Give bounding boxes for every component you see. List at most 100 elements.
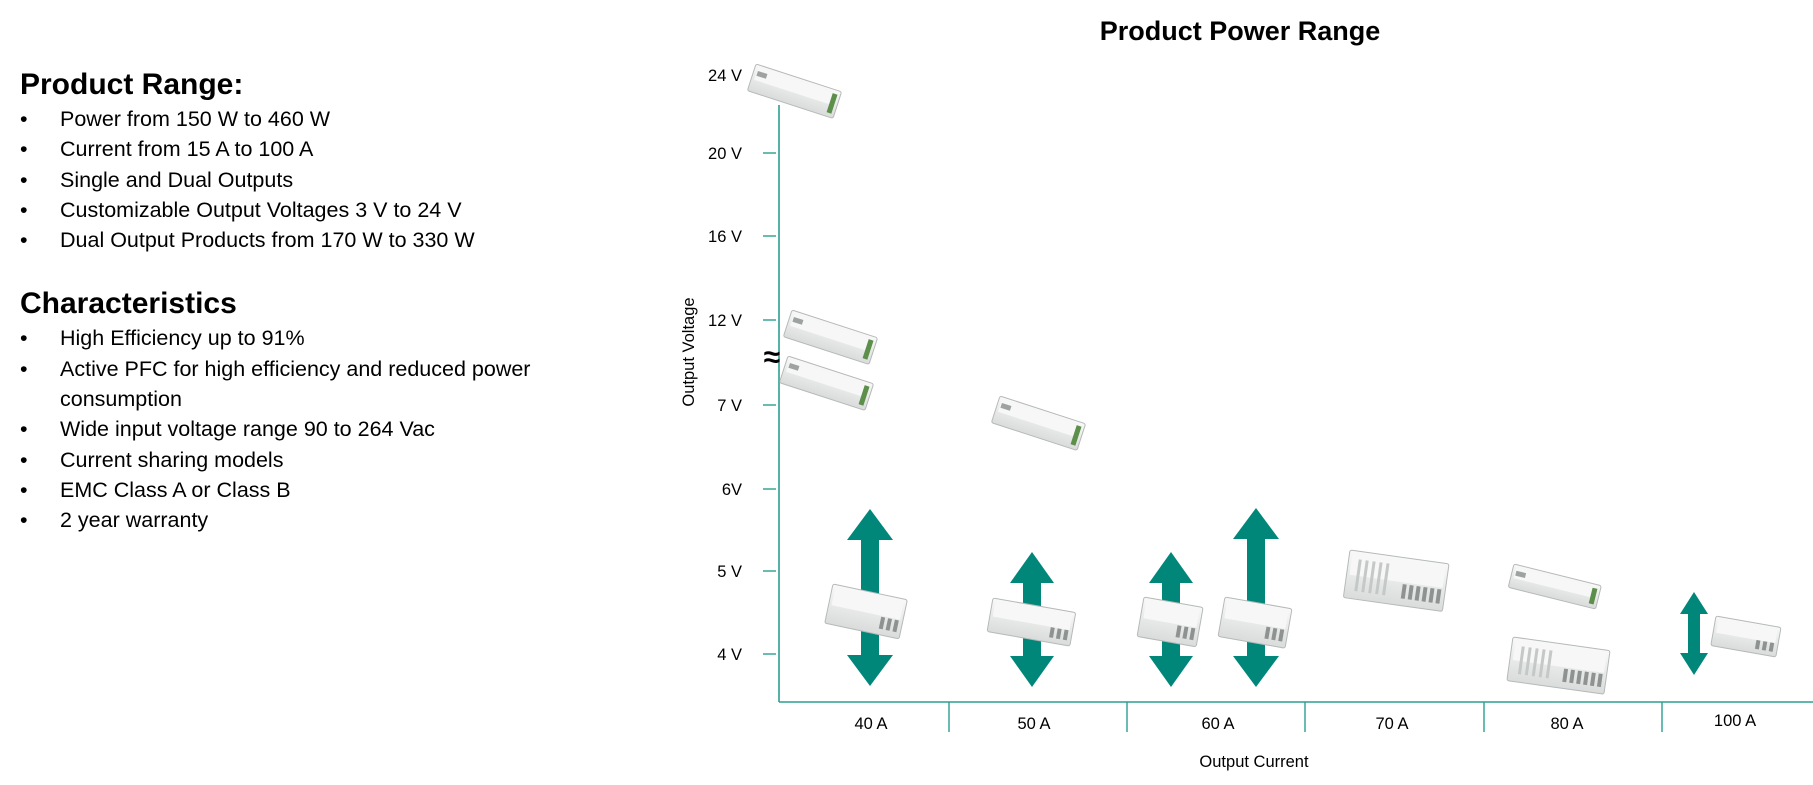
power-supply-module-icon bbox=[824, 583, 908, 640]
module-face bbox=[831, 587, 904, 620]
y-axis-label: Output Voltage bbox=[680, 297, 698, 406]
module-terminal bbox=[1271, 627, 1278, 641]
module-face bbox=[1143, 600, 1200, 628]
module-terminal bbox=[1414, 586, 1421, 601]
power-supply-module-icon bbox=[1506, 636, 1611, 695]
product-markers bbox=[747, 64, 1782, 695]
module-connector bbox=[826, 93, 838, 114]
power-supply-module-icon bbox=[1710, 615, 1782, 658]
list-item: 2 year warranty bbox=[20, 505, 540, 536]
module-connector bbox=[858, 385, 870, 406]
module-face bbox=[790, 313, 874, 352]
module-label bbox=[756, 70, 768, 79]
x-axis-label: Output Current bbox=[1199, 753, 1309, 771]
list-item: Power from 150 W to 460 W bbox=[20, 104, 600, 135]
y-tick-label: 6V bbox=[722, 481, 742, 499]
bidirectional-arrow-icon bbox=[1233, 508, 1279, 687]
list-item: Current from 15 A to 100 A bbox=[20, 134, 600, 165]
module-vent bbox=[1517, 646, 1525, 675]
module-terminal bbox=[1768, 642, 1775, 652]
module-terminal bbox=[1189, 627, 1196, 641]
module-vent bbox=[1382, 563, 1390, 596]
module-vent bbox=[1531, 648, 1539, 677]
power-supply-module-icon bbox=[991, 396, 1086, 451]
power-supply-module-icon bbox=[1508, 563, 1602, 610]
module-vent bbox=[1524, 647, 1532, 676]
module-terminal bbox=[1400, 584, 1407, 599]
product-range-list: Power from 150 W to 460 W Current from 1… bbox=[20, 104, 600, 256]
characteristics-title: Characteristics bbox=[20, 287, 237, 321]
module-vent bbox=[1354, 559, 1362, 592]
module-face bbox=[1716, 619, 1778, 644]
module-terminal bbox=[878, 616, 886, 630]
list-item: EMC Class A or Class B bbox=[20, 475, 540, 506]
module-terminal bbox=[1761, 641, 1768, 651]
y-tick-label: 12 V bbox=[708, 312, 742, 330]
list-item: Current sharing models bbox=[20, 445, 540, 476]
y-tick-label: 4 V bbox=[717, 646, 742, 664]
module-terminal bbox=[1264, 626, 1271, 640]
module-terminal bbox=[1421, 586, 1428, 602]
module-terminal bbox=[1182, 626, 1189, 639]
module-terminal bbox=[1596, 673, 1603, 688]
power-supply-module-icon bbox=[986, 597, 1076, 647]
module-vent bbox=[1375, 562, 1383, 595]
list-item: Active PFC for high efficiency and reduc… bbox=[20, 354, 540, 415]
module-terminal bbox=[1583, 671, 1589, 686]
module-terminal bbox=[1754, 639, 1761, 650]
power-supply-module-icon bbox=[1136, 596, 1204, 647]
module-terminal bbox=[1062, 629, 1069, 641]
module-face bbox=[1224, 600, 1289, 629]
product-range-title: Product Range: bbox=[20, 68, 244, 101]
module-terminal bbox=[892, 619, 899, 633]
module-terminal bbox=[1589, 672, 1596, 687]
power-supply-module-icon bbox=[779, 356, 874, 411]
x-tick-label: 60 A bbox=[1201, 715, 1234, 733]
module-terminal bbox=[1562, 668, 1569, 683]
power-supply-module-icon bbox=[1343, 549, 1450, 612]
module-face bbox=[754, 67, 838, 106]
x-tick-label: 40 A bbox=[854, 715, 887, 733]
module-terminal bbox=[1576, 670, 1582, 685]
module-label bbox=[788, 362, 800, 371]
module-terminal bbox=[1175, 625, 1182, 638]
x-tick-label: 80 A bbox=[1550, 715, 1583, 733]
feature-panel: Product Range: Power from 150 W to 460 W… bbox=[20, 66, 600, 536]
list-item: Customizable Output Voltages 3 V to 24 V bbox=[20, 195, 600, 226]
module-connector bbox=[1588, 587, 1598, 605]
list-item: Dual Output Products from 170 W to 330 W bbox=[20, 225, 600, 256]
module-terminal bbox=[1569, 669, 1575, 684]
power-supply-module-icon bbox=[783, 310, 878, 365]
module-face bbox=[992, 601, 1073, 631]
module-connector bbox=[862, 339, 874, 360]
module-label bbox=[1000, 402, 1012, 411]
list-item: High Efficiency up to 91% bbox=[20, 323, 540, 354]
module-vent bbox=[1361, 560, 1369, 593]
axis-break-mark-icon: ≈ bbox=[764, 341, 780, 374]
y-tick-label: 16 V bbox=[708, 228, 742, 246]
module-terminal bbox=[1278, 629, 1285, 642]
power-supply-module-icon bbox=[1217, 596, 1293, 649]
module-face bbox=[998, 399, 1082, 438]
x-tick-label: 70 A bbox=[1375, 715, 1408, 733]
axis-labels: Output Current Output Voltage bbox=[680, 297, 1309, 771]
module-terminal bbox=[1055, 628, 1062, 640]
module-face bbox=[1513, 567, 1598, 599]
y-tick-label: 7 V bbox=[717, 397, 742, 415]
module-connector bbox=[1070, 425, 1082, 446]
list-item: Single and Dual Outputs bbox=[20, 165, 600, 196]
module-label bbox=[1515, 570, 1527, 579]
chart-title: Product Power Range bbox=[1100, 16, 1381, 46]
module-terminal bbox=[1407, 585, 1414, 600]
y-tick-label: 5 V bbox=[717, 563, 742, 581]
list-item: Wide input voltage range 90 to 264 Vac bbox=[20, 414, 540, 445]
power-supply-module-icon bbox=[747, 64, 842, 119]
module-vent bbox=[1538, 649, 1546, 678]
module-vent bbox=[1545, 650, 1553, 679]
module-terminal bbox=[1435, 588, 1442, 604]
x-tick-label: 50 A bbox=[1017, 715, 1050, 733]
characteristics-list: High Efficiency up to 91% Active PFC for… bbox=[20, 323, 540, 535]
module-terminal bbox=[1049, 627, 1055, 638]
